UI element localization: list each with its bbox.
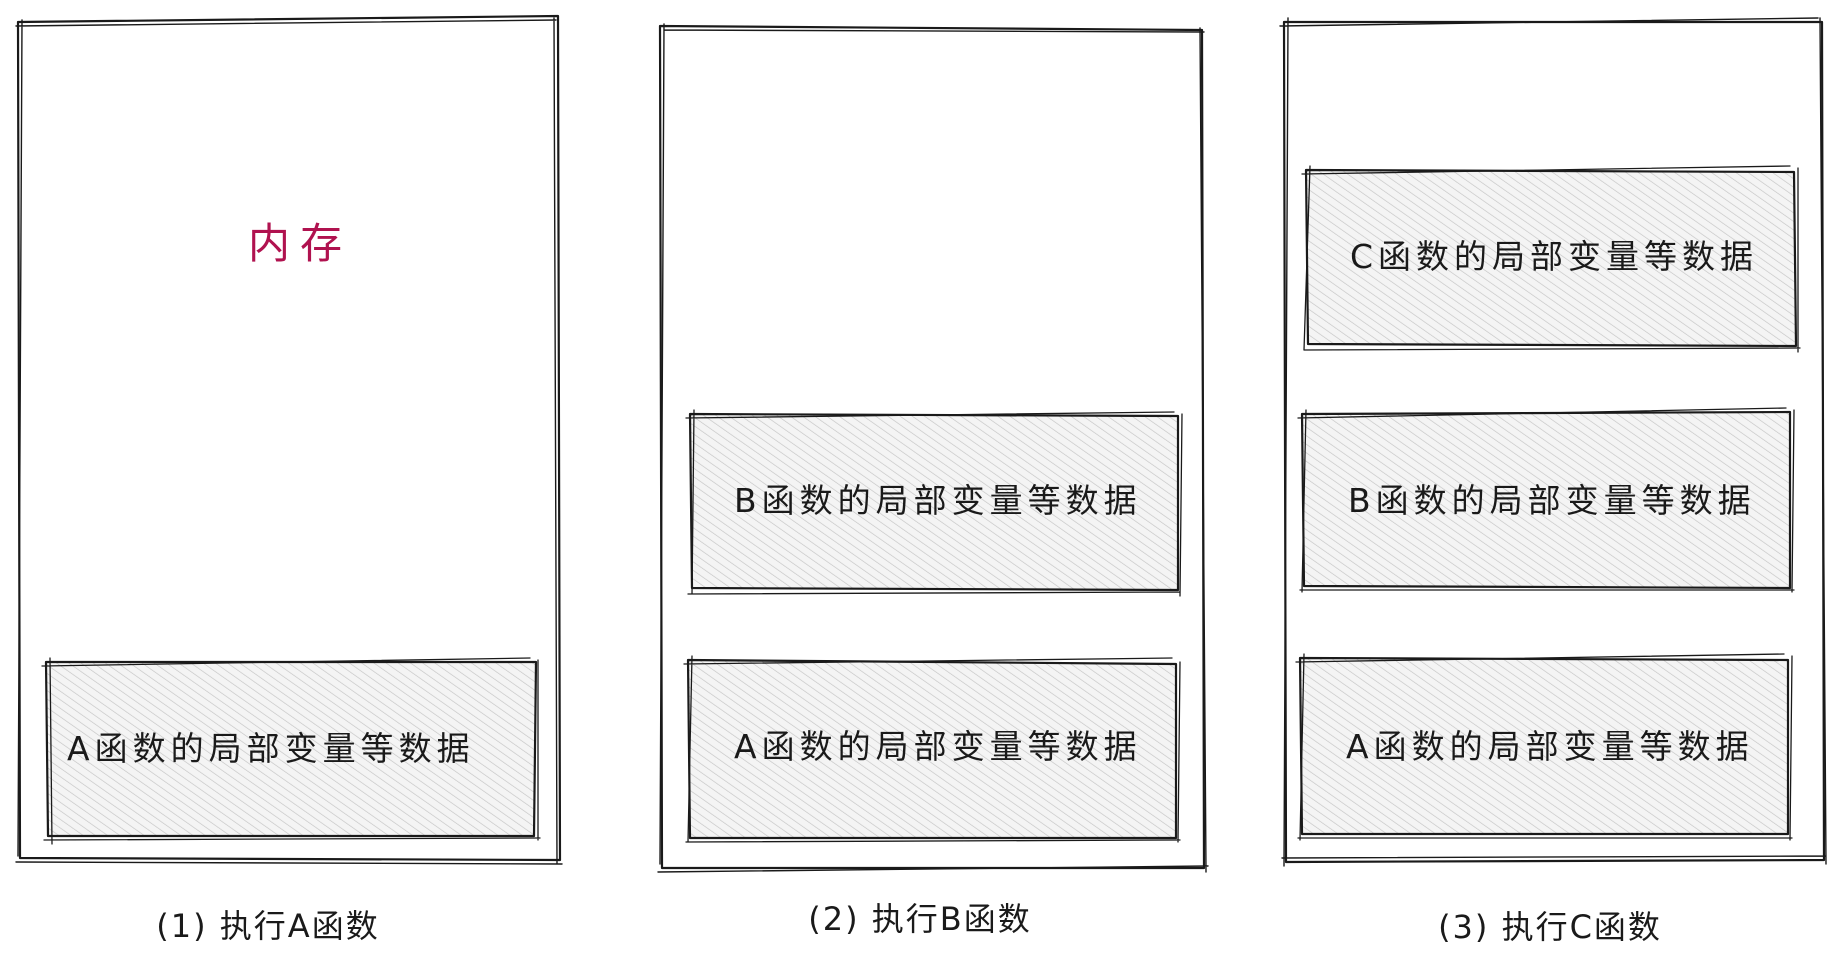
panel-2: B函数的局部变量等数据 A函数的局部变量等数据 (2) 执行B函数 bbox=[657, 23, 1209, 938]
panel-2-block-1: B函数的局部变量等数据 bbox=[685, 409, 1183, 597]
panel-3-block-3-label: A函数的局部变量等数据 bbox=[1346, 727, 1754, 766]
panel-3-frame-echo bbox=[1279, 17, 1827, 867]
panel-3-block-2: B函数的局部变量等数据 bbox=[1297, 407, 1795, 593]
panel-3-block-3: A函数的局部变量等数据 bbox=[1295, 653, 1793, 841]
panel-1: 内存 A函数的局部变量等数据 (1) 执行A函数 bbox=[15, 14, 563, 945]
panel-3-block-2-label: B函数的局部变量等数据 bbox=[1348, 481, 1756, 520]
panel-1-frame-echo bbox=[15, 17, 563, 865]
panel-2-block-1-label: B函数的局部变量等数据 bbox=[734, 481, 1142, 520]
panel-2-caption: (2) 执行B函数 bbox=[808, 900, 1031, 938]
panel-1-block-1-label: A函数的局部变量等数据 bbox=[67, 729, 475, 768]
panel-2-block-2-label: A函数的局部变量等数据 bbox=[734, 727, 1142, 766]
panel-3-caption: (3) 执行C函数 bbox=[1438, 908, 1662, 946]
panel-3-block-1: C函数的局部变量等数据 bbox=[1301, 165, 1801, 353]
panel-2-block-2: A函数的局部变量等数据 bbox=[683, 655, 1181, 843]
panel-3-block-1-label: C函数的局部变量等数据 bbox=[1350, 237, 1758, 276]
panel-3: C函数的局部变量等数据 B函数的局部变量等数据 A函数的局部变量等数据 (3) … bbox=[1279, 17, 1827, 946]
memory-label: 内存 bbox=[248, 219, 352, 268]
panel-1-caption: (1) 执行A函数 bbox=[156, 907, 379, 945]
panel-1-block-1: A函数的局部变量等数据 bbox=[41, 657, 541, 845]
panel-2-frame-echo bbox=[657, 23, 1209, 873]
